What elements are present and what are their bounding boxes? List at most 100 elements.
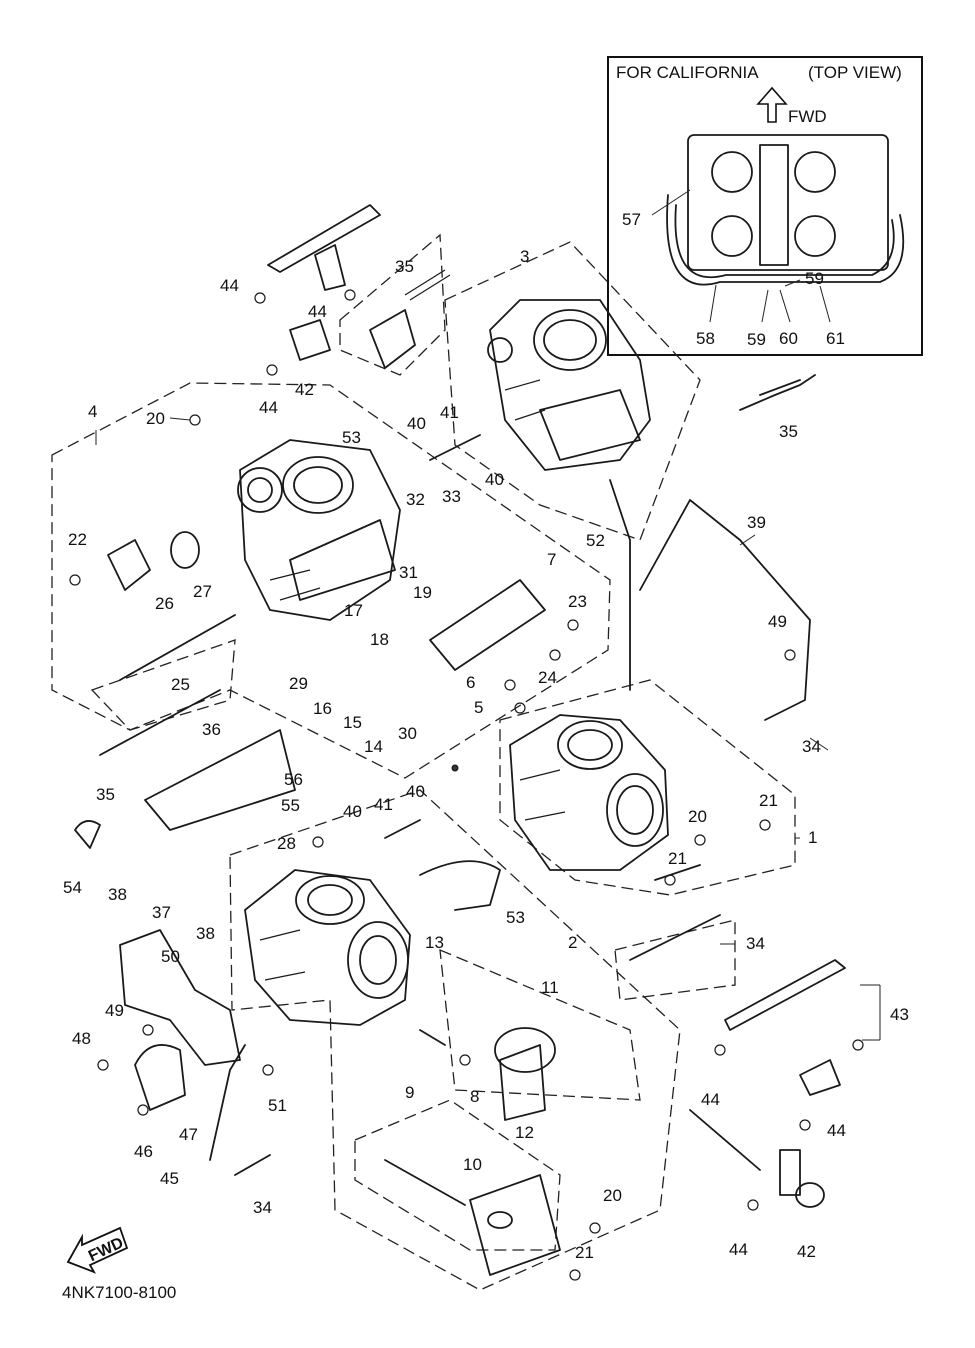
callout-3: 3: [520, 247, 529, 266]
callout-54: 54: [63, 878, 82, 897]
inset-view-label: (TOP VIEW): [808, 63, 902, 82]
callout-20-lower: 20: [603, 1186, 622, 1205]
callout-14: 14: [364, 737, 383, 756]
inset-label-60: 60: [779, 329, 798, 348]
callout-2: 2: [568, 933, 577, 952]
callout-25: 25: [171, 675, 190, 694]
callout-38-right: 38: [196, 924, 215, 943]
callout-34-right: 34: [802, 737, 821, 756]
callout-32: 32: [406, 490, 425, 509]
carburetor-body-2: [244, 869, 411, 1026]
leader-lines: [95, 417, 881, 1041]
carburetor-body-4: [237, 439, 401, 621]
callout-16: 16: [313, 699, 332, 718]
callout-34-middle: 34: [746, 934, 765, 953]
carburetor-body-1: [509, 714, 669, 871]
callout-5: 5: [474, 698, 483, 717]
callout-34-lower: 34: [253, 1198, 272, 1217]
throttle-brackets: [267, 204, 846, 1096]
inset-label-61: 61: [826, 329, 845, 348]
callout-51: 51: [268, 1096, 287, 1115]
inset-frame: [607, 56, 923, 356]
callout-20-upper: 20: [146, 409, 165, 428]
callout-41-lower: 41: [374, 795, 393, 814]
california-inset: FOR CALIFORNIA (TOP VIEW) FWD 57 58 59 5…: [607, 56, 923, 356]
inset-title: FOR CALIFORNIA: [616, 63, 759, 82]
callout-55: 55: [281, 796, 300, 815]
inset-label-58: 58: [696, 329, 715, 348]
callout-10: 10: [463, 1155, 482, 1174]
callout-18: 18: [370, 630, 389, 649]
callout-23: 23: [568, 592, 587, 611]
callout-42-lower: 42: [797, 1242, 816, 1261]
callout-7: 7: [547, 550, 556, 569]
callout-56: 56: [284, 770, 303, 789]
hardware-screws: [69, 289, 864, 1281]
fwd-arrow-badge: FWD: [66, 1226, 129, 1274]
callout-6: 6: [466, 673, 475, 692]
callout-4: 4: [88, 402, 97, 421]
callout-40-upper-right: 40: [485, 470, 504, 489]
hoses: [209, 479, 811, 1171]
callout-44-upper-lower: 44: [259, 398, 278, 417]
callout-labels: 1 2 3 4 5 6 7 8 9 10 11 12 13 14 15 16 1…: [63, 247, 909, 1262]
callout-21-lower: 21: [575, 1243, 594, 1262]
callout-21-right: 21: [759, 791, 778, 810]
callout-45: 45: [160, 1169, 179, 1188]
callout-43: 43: [890, 1005, 909, 1024]
callout-39: 39: [747, 513, 766, 532]
callout-37: 37: [152, 903, 171, 922]
carburetor-body-3: [487, 299, 651, 471]
callout-20-middle: 20: [688, 807, 707, 826]
callout-41-upper: 41: [440, 403, 459, 422]
callout-42-upper: 42: [295, 380, 314, 399]
callout-26: 26: [155, 594, 174, 613]
inset-label-59-bottom: 59: [747, 330, 766, 349]
callout-46: 46: [134, 1142, 153, 1161]
inset-carburetor-block: [651, 134, 905, 323]
callout-35-right: 35: [779, 422, 798, 441]
callout-24: 24: [538, 668, 557, 687]
callout-49-right: 49: [768, 612, 787, 631]
callout-33: 33: [442, 487, 461, 506]
callout-40-upper-left: 40: [407, 414, 426, 433]
diaphragm-covers: [74, 531, 561, 1276]
callout-17: 17: [344, 601, 363, 620]
callout-35-left: 35: [96, 785, 115, 804]
fwd-arrow-icon: [756, 86, 788, 123]
callout-21-middle: 21: [668, 849, 687, 868]
inset-fwd-label: FWD: [788, 107, 827, 126]
callout-28: 28: [277, 834, 296, 853]
callout-50: 50: [161, 947, 180, 966]
callout-49-left: 49: [105, 1001, 124, 1020]
callout-11: 11: [541, 978, 559, 997]
callout-13: 13: [425, 933, 444, 952]
callout-31: 31: [399, 563, 418, 582]
callout-8: 8: [470, 1087, 479, 1106]
callout-44-upper-left: 44: [220, 276, 239, 295]
inset-label-59-right: 59: [805, 269, 824, 288]
callout-27: 27: [193, 582, 212, 601]
callout-44-right-middle: 44: [701, 1090, 720, 1109]
callout-52: 52: [586, 531, 605, 550]
callout-48: 48: [72, 1029, 91, 1048]
callout-22: 22: [68, 530, 87, 549]
callout-40-lower-left: 40: [343, 802, 362, 821]
callout-36: 36: [202, 720, 221, 739]
callout-53-lower: 53: [506, 908, 525, 927]
callout-40-lower-right: 40: [406, 782, 425, 801]
callout-44-right-lower: 44: [827, 1121, 846, 1140]
callout-30: 30: [398, 724, 417, 743]
callout-38-left: 38: [108, 885, 127, 904]
callout-1: 1: [808, 828, 817, 847]
callout-44-bottom: 44: [729, 1240, 748, 1259]
callout-9: 9: [405, 1083, 414, 1102]
callout-44-upper-middle: 44: [308, 302, 327, 321]
springs-and-pins: [99, 269, 801, 1206]
footer-part-code: 4NK7100-8100: [62, 1283, 176, 1302]
callout-12: 12: [515, 1123, 534, 1142]
check-valve-42: [779, 1149, 825, 1208]
callout-19: 19: [413, 583, 432, 602]
callout-29: 29: [289, 674, 308, 693]
